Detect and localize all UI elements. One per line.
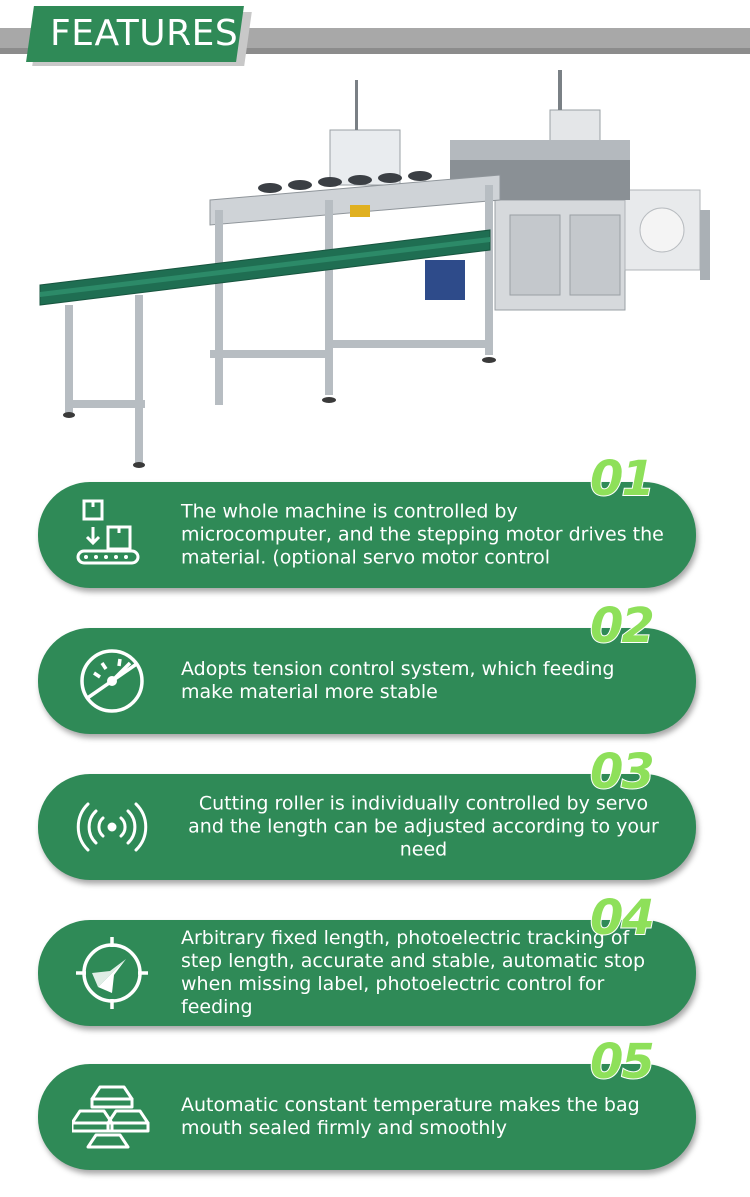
feature-text-03: Cutting roller is individually controlle… [188, 792, 659, 861]
feature-number-01: 01 [589, 451, 656, 507]
feature-number-02: 02 [589, 598, 656, 654]
feature-text-01: The whole machine is controlled by micro… [181, 500, 664, 569]
page-title: FEATURES [50, 13, 239, 54]
feature-number-05: 05 [589, 1034, 656, 1090]
feature-text-02: Adopts tension control system, which fee… [181, 658, 615, 703]
feature-card-05: Automatic constant temperature makes the… [38, 1064, 696, 1170]
signal-wave-icon [76, 802, 148, 852]
feature-card-02: Adopts tension control system, which fee… [38, 628, 696, 734]
feature-number-03: 03 [589, 744, 656, 800]
feature-text-04: Arbitrary fixed length, photoelectric tr… [181, 927, 646, 1018]
header-stripe [0, 48, 750, 54]
compass-icon [76, 937, 148, 1009]
feature-number-04: 04 [589, 890, 656, 946]
feature-text-05: Automatic constant temperature makes the… [181, 1094, 640, 1139]
feature-card-04: Arbitrary fixed length, photoelectric tr… [38, 920, 696, 1026]
conveyor-box-icon [76, 499, 140, 565]
gauge-icon [80, 649, 144, 713]
machine-photo [39, 70, 710, 468]
feature-card-03: Cutting roller is individually controlle… [38, 774, 696, 880]
feature-card-01: The whole machine is controlled by micro… [38, 482, 696, 588]
gold-bars-icon [72, 1085, 150, 1149]
